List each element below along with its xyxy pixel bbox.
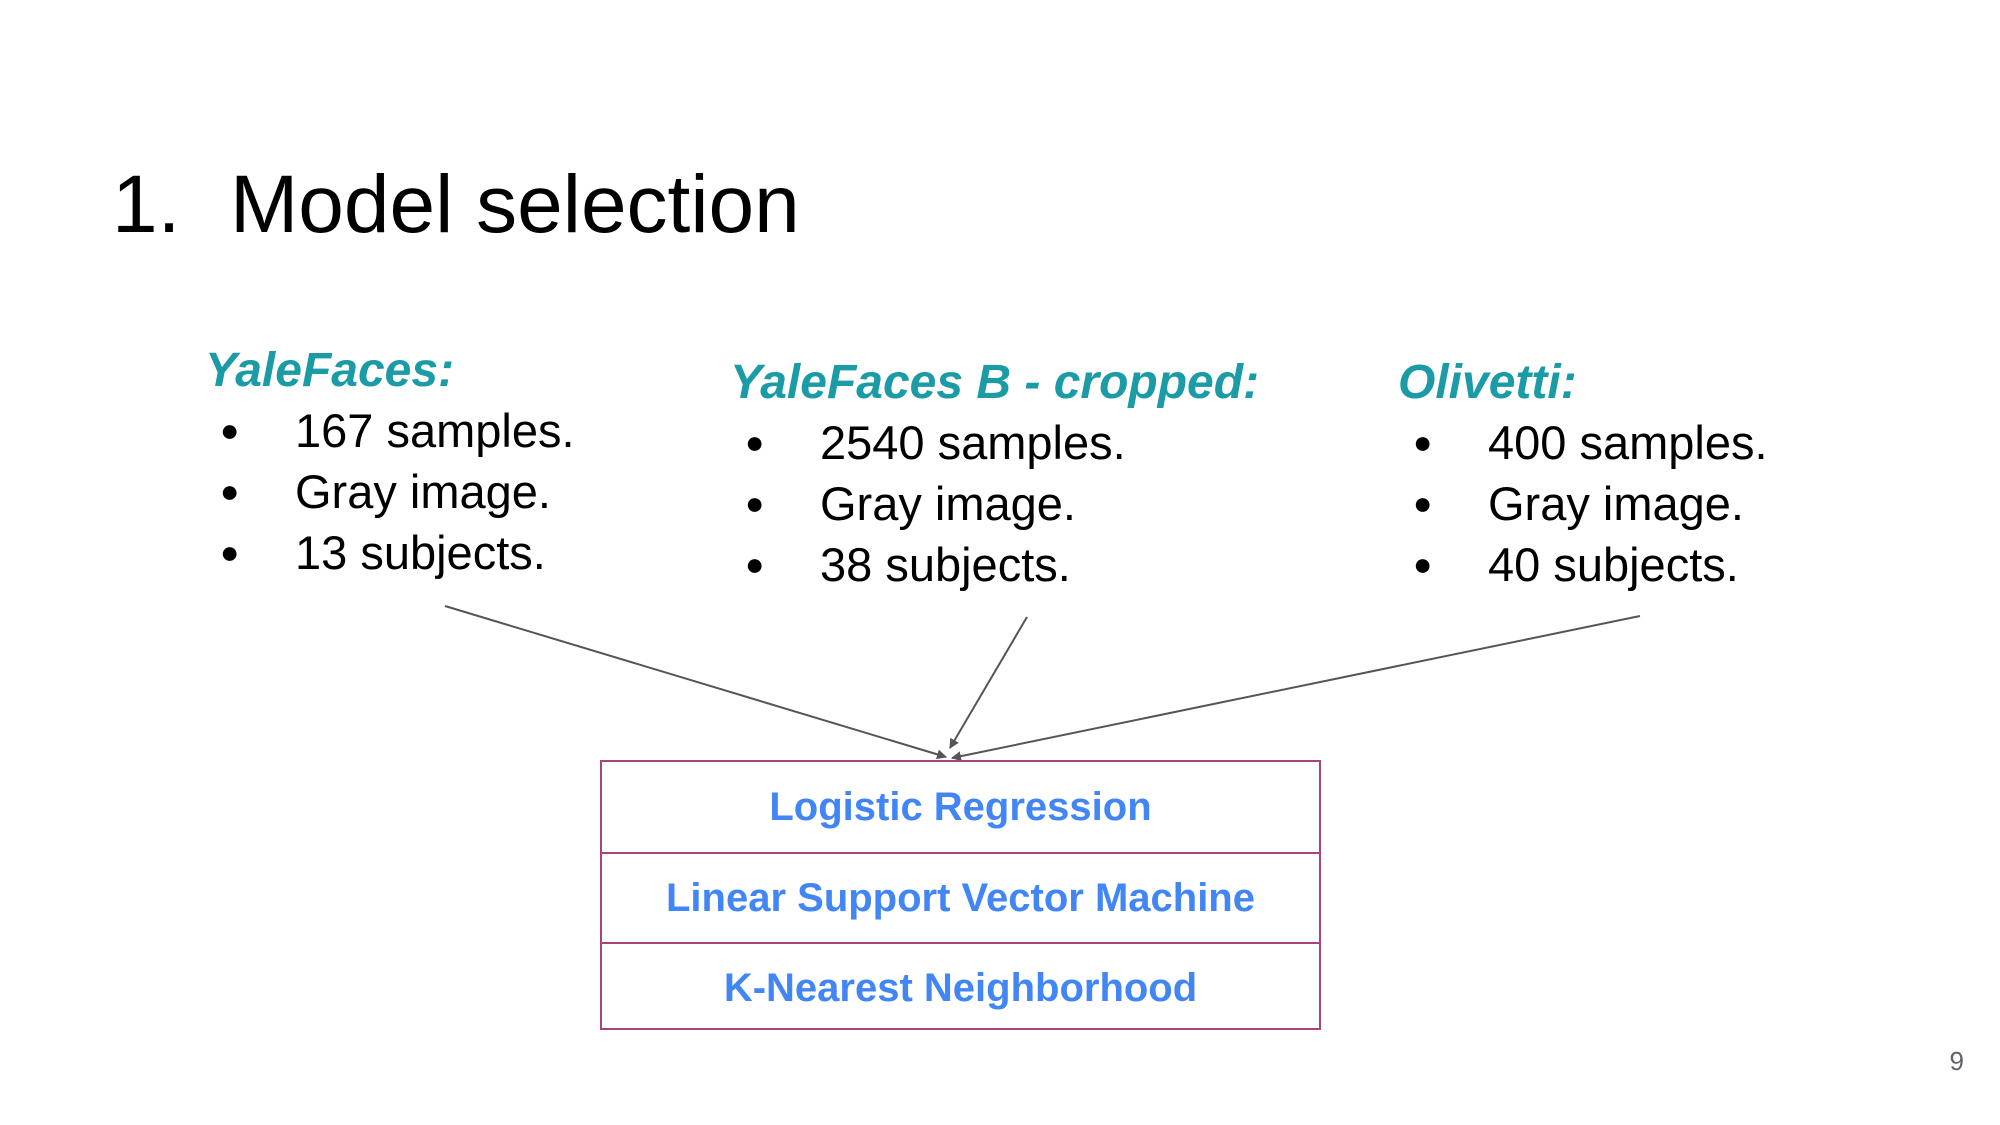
- list-item: ● 40 subjects.: [1398, 534, 1768, 595]
- dataset-name: YaleFaces B - cropped:: [730, 356, 1260, 409]
- list-item: ● Gray image.: [730, 473, 1259, 534]
- dataset-name: YaleFaces:: [205, 344, 455, 397]
- fact-text: Gray image.: [820, 477, 1076, 530]
- arrow-olivetti-to-models: [951, 615, 1641, 762]
- model-logistic-regression: Logistic Regression: [769, 784, 1152, 829]
- model-knn: K-Nearest Neighborhood: [602, 942, 1319, 1032]
- fact-text: Gray image.: [295, 465, 551, 518]
- list-item: ● 167 samples.: [205, 400, 575, 461]
- bullet-icon: ●: [220, 473, 240, 509]
- fact-text: 40 subjects.: [1488, 538, 1739, 591]
- list-item: ● 400 samples.: [1398, 412, 1768, 473]
- model-linear-svm: Linear Support Vector Machine: [602, 852, 1319, 942]
- arrow-yalefaces-to-models: [444, 605, 947, 760]
- bullet-icon: ●: [220, 412, 240, 448]
- dataset-name: Olivetti:: [1398, 356, 1577, 409]
- dataset-yalefaces-b-cropped: YaleFaces B - cropped: ● 2540 samples. ● G…: [730, 354, 1259, 595]
- list-item: ● Gray image.: [1398, 473, 1768, 534]
- bullet-icon: ●: [1413, 546, 1433, 582]
- dataset-yalefaces: YaleFaces: ● 167 samples. ● Gray image. ● 1…: [205, 342, 575, 583]
- models-table: Logistic Regression Linear Support Vecto…: [600, 760, 1321, 1030]
- list-item: ● Gray image.: [205, 461, 575, 522]
- fact-text: Gray image.: [1488, 477, 1744, 530]
- bullet-icon: ●: [745, 424, 765, 460]
- title-text: Model selection: [230, 159, 800, 250]
- bullet-icon: ●: [745, 546, 765, 582]
- list-item: ● 38 subjects.: [730, 534, 1259, 595]
- fact-text: 400 samples.: [1488, 416, 1768, 469]
- fact-text: 13 subjects.: [295, 526, 546, 579]
- dataset-facts: ● 400 samples. ● Gray image. ● 40 subjects.: [1398, 412, 1768, 595]
- dataset-facts: ● 2540 samples. ● Gray image. ● 38 subjects…: [730, 412, 1259, 595]
- list-item: ● 2540 samples.: [730, 412, 1259, 473]
- fact-text: 38 subjects.: [820, 538, 1071, 591]
- bullet-icon: ●: [1413, 424, 1433, 460]
- slide-title: 1. Model selection: [112, 158, 800, 252]
- arrow-yalefaces-b-to-models: [949, 616, 1028, 749]
- dataset-olivetti: Olivetti: ● 400 samples. ● Gray image. ● 40…: [1398, 354, 1768, 595]
- fact-text: 2540 samples.: [820, 416, 1126, 469]
- list-item: ● 13 subjects.: [205, 522, 575, 583]
- bullet-icon: ●: [745, 485, 765, 521]
- page-number: 9: [1949, 1046, 1964, 1076]
- bullet-icon: ●: [1413, 485, 1433, 521]
- bullet-icon: ●: [220, 534, 240, 570]
- title-number: 1.: [112, 159, 181, 250]
- dataset-facts: ● 167 samples. ● Gray image. ● 13 subjects.: [205, 400, 575, 583]
- fact-text: 167 samples.: [295, 404, 575, 457]
